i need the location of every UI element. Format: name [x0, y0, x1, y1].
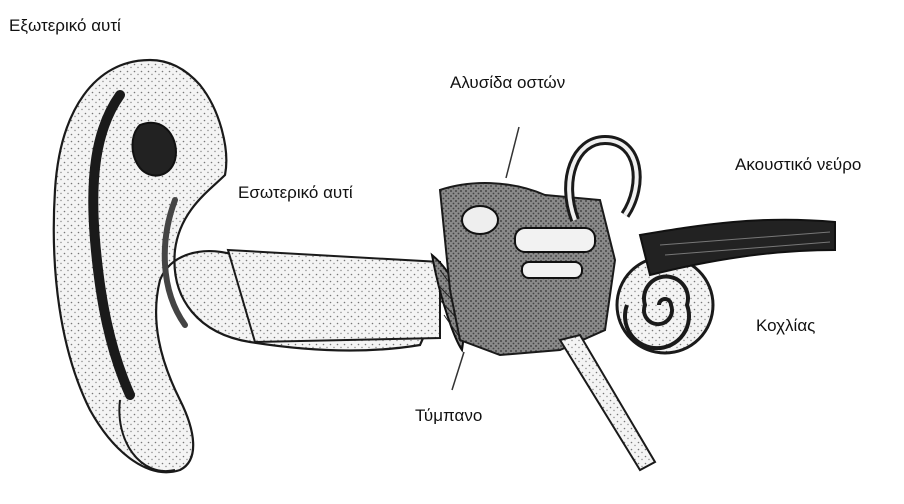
label-inner-ear: Εσωτερικό αυτί [238, 184, 353, 201]
eustachian-tube [560, 335, 655, 470]
label-eardrum: Τύμπανο [415, 407, 482, 424]
eardrum-pointer-line [452, 352, 464, 390]
label-outer-ear: Εξωτερικό αυτί [9, 17, 121, 34]
label-auditory-nerve: Ακουστικό νεύρο [735, 156, 861, 173]
ossicle-chain-shape [440, 183, 615, 355]
ear-canal [228, 250, 440, 342]
auditory-nerve-shape [640, 220, 835, 275]
label-ossicles: Αλυσίδα οστών [450, 74, 565, 91]
label-cochlea: Κοχλίας [756, 317, 815, 334]
ossicles-pointer-line [506, 127, 519, 178]
